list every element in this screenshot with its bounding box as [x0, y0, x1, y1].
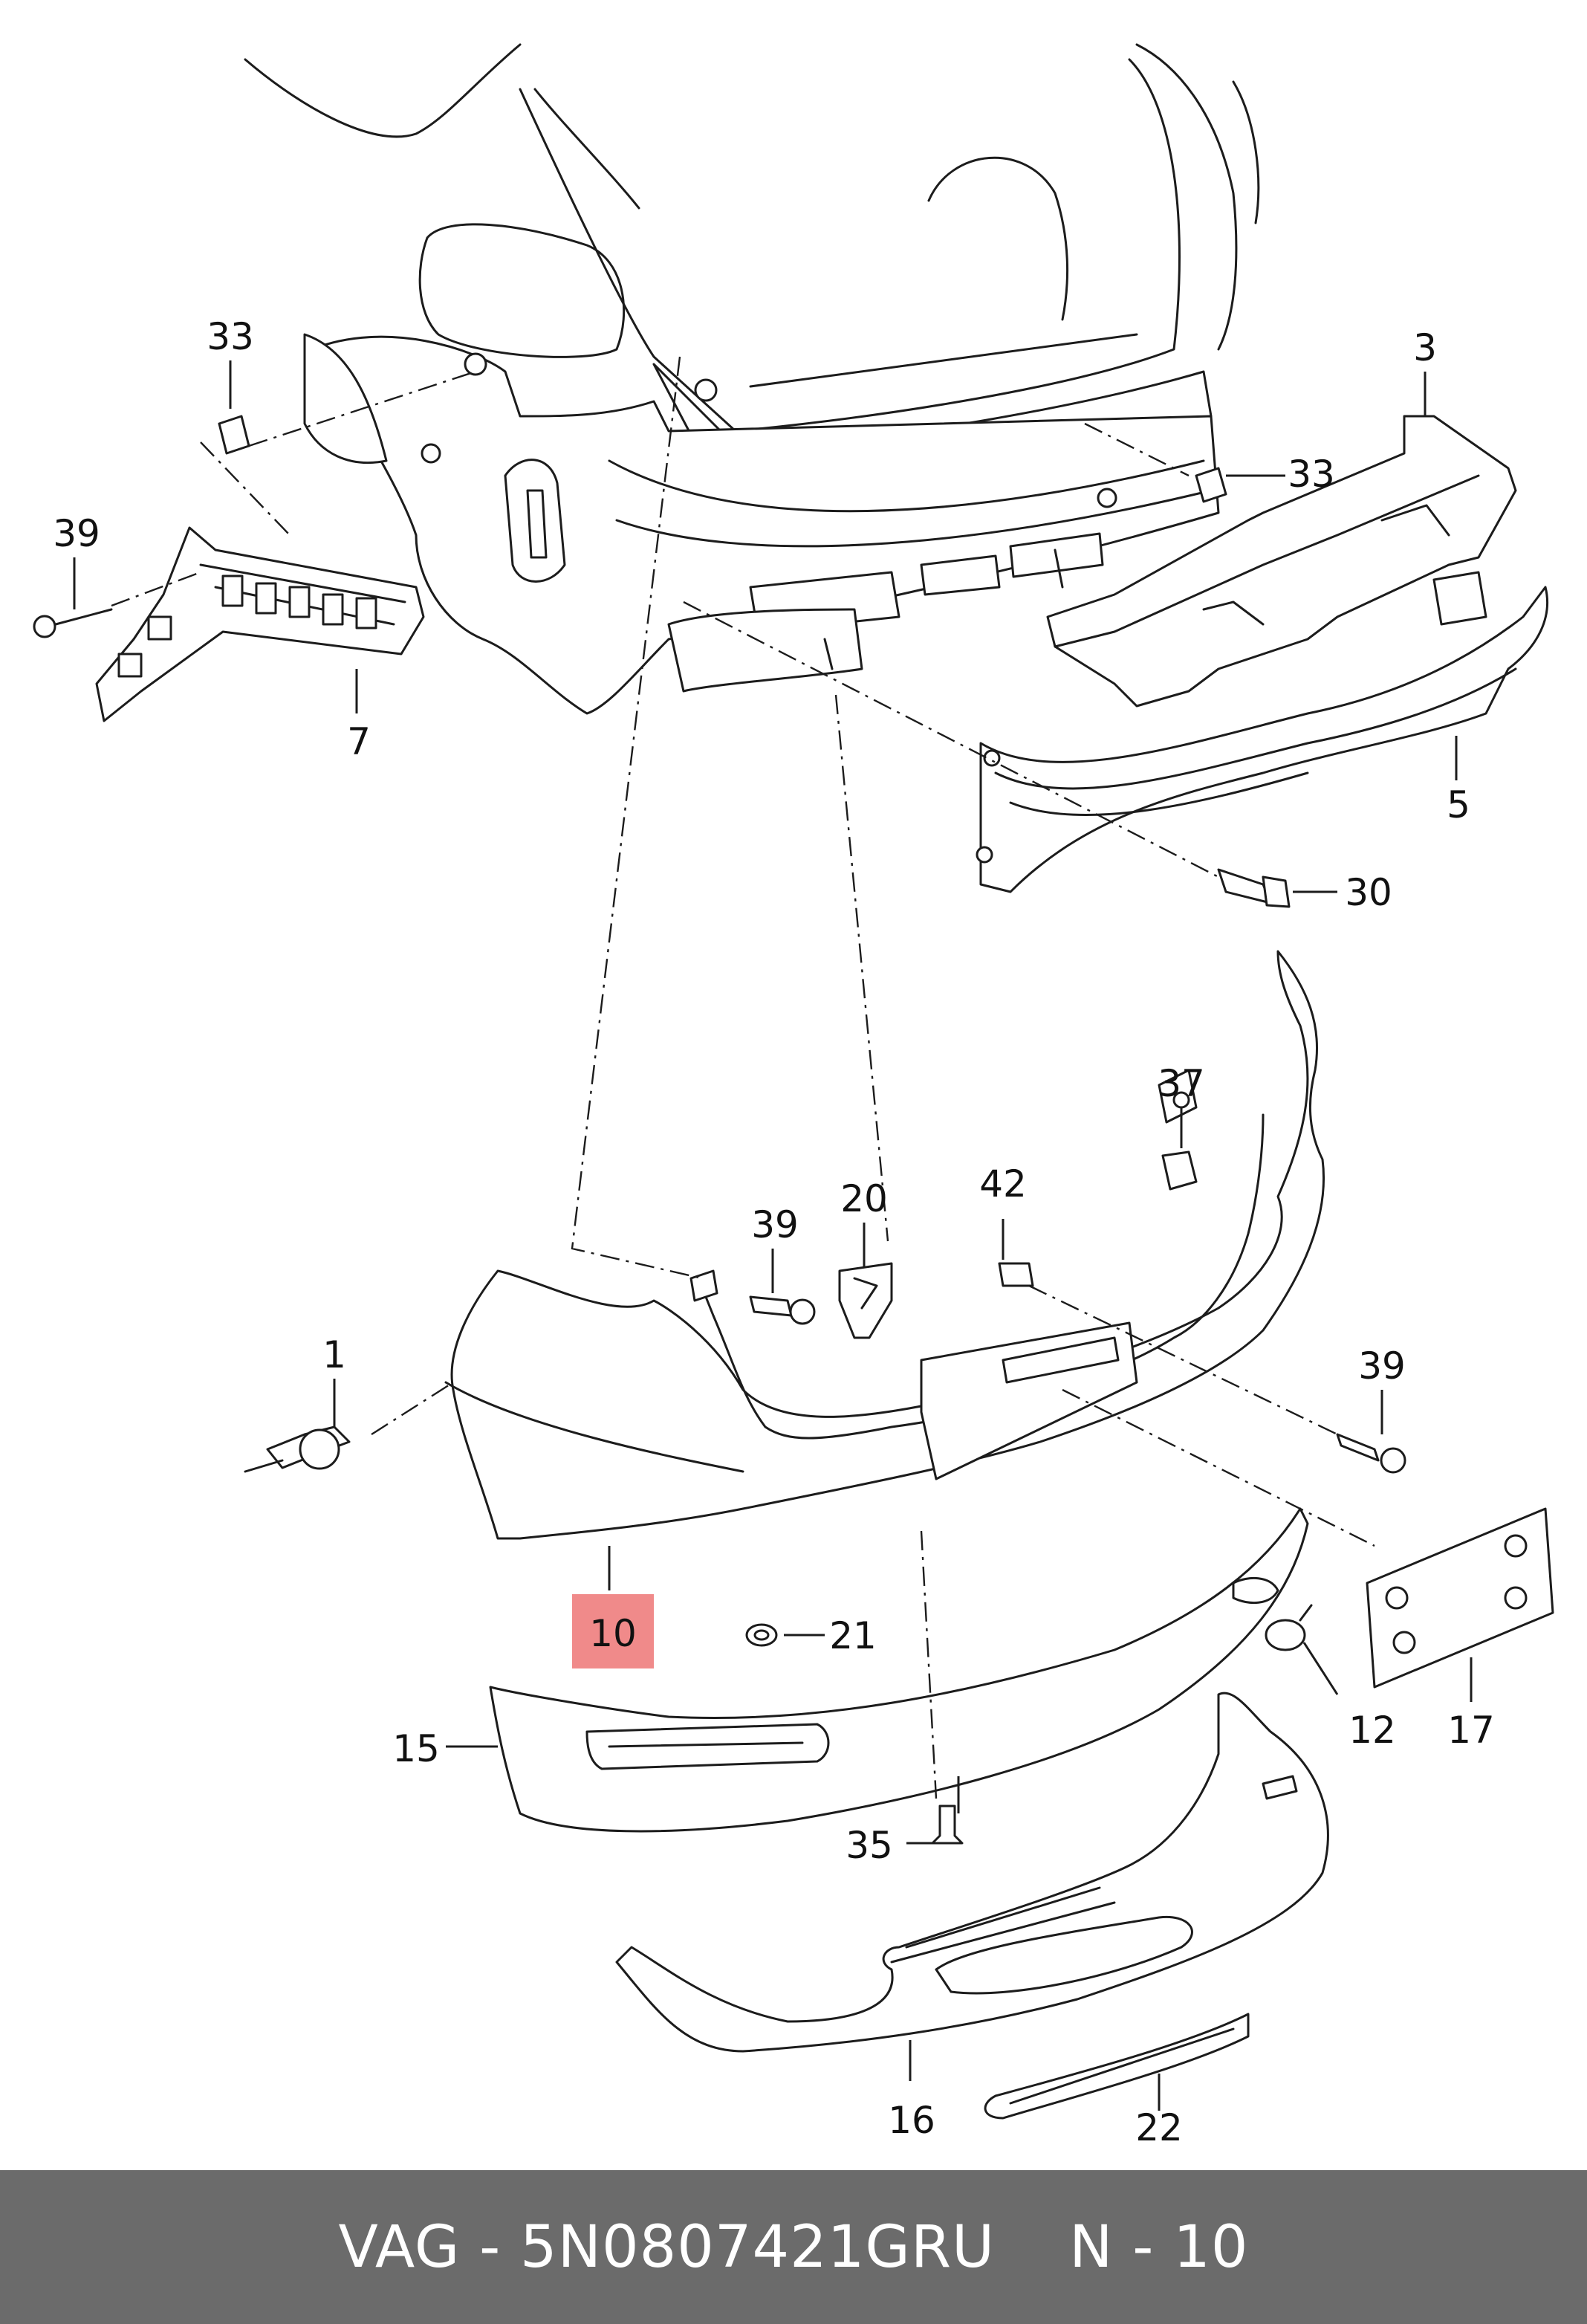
- callout-20: 20: [840, 1177, 888, 1220]
- part-10-bumper-cover: [444, 950, 1325, 1540]
- callout-30: 30: [1345, 871, 1392, 914]
- callout-10-highlight: [572, 1594, 654, 1668]
- vehicle-rear-body: [244, 43, 1260, 715]
- callout-12: 12: [1349, 1709, 1396, 1752]
- part-5-bumper-carrier: [976, 571, 1549, 893]
- callout-17: 17: [1447, 1709, 1495, 1752]
- footer-page: N - 10: [1069, 2213, 1249, 2281]
- part-42-fastener: [998, 1262, 1034, 1287]
- part-33-clip-left: [218, 415, 250, 455]
- part-3-impact-absorber: [1046, 415, 1517, 708]
- callout-37: 37: [1158, 1062, 1205, 1105]
- part-21-grommet: [745, 1623, 778, 1647]
- part-15-lower-trim: [489, 1507, 1309, 1833]
- part-39-screw-right: [1336, 1433, 1406, 1474]
- part-number-footer: VAG - 5N0807421GRU N - 10: [0, 2170, 1587, 2324]
- callout-15: 15: [392, 1727, 440, 1770]
- exploded-parts-diagram: 1 3 5 7 10 12 15 16 17 20 21 22 30 33 33…: [33, 43, 1554, 2149]
- part-35-screw: [931, 1805, 964, 1845]
- part-30-bolt: [1217, 868, 1291, 908]
- callout-42: 42: [979, 1162, 1027, 1205]
- callout-39-right: 39: [1358, 1344, 1406, 1388]
- part-39-screw-middle: [749, 1295, 816, 1325]
- callout-22: 22: [1135, 2106, 1183, 2149]
- callout-3: 3: [1413, 326, 1437, 369]
- callout-labels: 1 3 5 7 10 12 15 16 17 20 21 22 30 33 33…: [53, 315, 1495, 2149]
- part-7-side-bracket: [95, 333, 425, 722]
- part-37-clip: [1161, 1150, 1198, 1191]
- callout-33-right: 33: [1288, 453, 1335, 496]
- callout-39-left: 39: [53, 512, 100, 555]
- callout-16: 16: [888, 2099, 935, 2142]
- leader-lines: [73, 360, 1473, 2111]
- callout-33-left: 33: [207, 315, 254, 358]
- part-12-cap: [1265, 1604, 1313, 1651]
- assembly-lines: [111, 356, 1375, 1799]
- callout-1: 1: [322, 1333, 346, 1376]
- callout-39-middle: 39: [751, 1203, 799, 1246]
- callout-5: 5: [1447, 783, 1470, 826]
- part-33-clip-right: [1195, 467, 1227, 503]
- part-1-rivet: [244, 1425, 351, 1473]
- callout-7: 7: [347, 720, 371, 763]
- part-16-diffuser: [615, 1692, 1329, 2053]
- callout-35: 35: [846, 1824, 893, 1867]
- callout-21: 21: [829, 1614, 877, 1657]
- footer-part-number: VAG - 5N0807421GRU: [338, 2213, 996, 2281]
- part-22-cover-panel: [984, 2013, 1250, 2120]
- part-20-clip: [838, 1262, 893, 1339]
- part-17-license-plate-bracket: [1366, 1507, 1554, 1689]
- callout-10: 10: [589, 1612, 637, 1655]
- part-39-screw-left: [33, 608, 113, 638]
